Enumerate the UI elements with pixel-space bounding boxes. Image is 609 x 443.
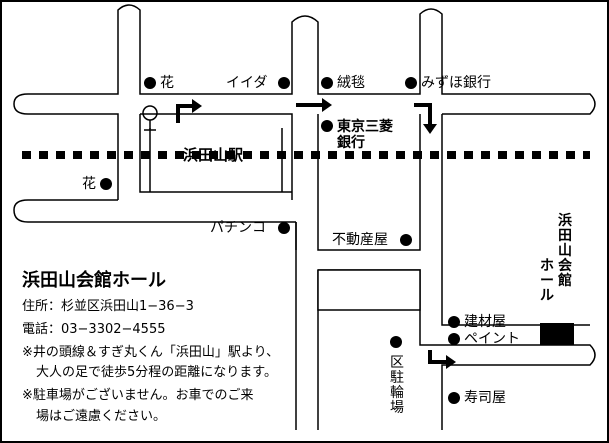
- road-west-end: [13, 93, 29, 115]
- label-paint: ペイント: [464, 331, 520, 347]
- info-note1-line1: ※井の頭線＆すぎ丸くん「浜田山」駅より、: [22, 345, 280, 360]
- road-center-block: [317, 114, 421, 251]
- road-top-edge: [28, 4, 596, 115]
- label-building-materials: 建材屋: [464, 314, 506, 330]
- road-station-block-top: [140, 113, 293, 200]
- landmark-dots: [100, 77, 460, 404]
- info-phone: 電話：03−3302−4555: [22, 322, 166, 337]
- info-note1-line2: 大人の足で徒歩5分程の距離になります。: [36, 365, 277, 380]
- label-hall-name-1: 浜田山会館: [558, 213, 572, 289]
- label-hamadayama-station: 浜田山駅: [183, 146, 244, 164]
- info-title: 浜田山会館ホール: [22, 270, 166, 291]
- police-box-icon: [142, 105, 158, 131]
- label-jutan: 絨毯: [337, 75, 365, 91]
- label-sushi: 寿司屋: [464, 390, 506, 406]
- label-iida: イイダ: [226, 75, 268, 91]
- building-block: [317, 269, 421, 311]
- label-bicycle-parking: 区駐輪場: [390, 355, 404, 416]
- label-hana-top: 花: [160, 75, 174, 91]
- arrow-1: [176, 104, 192, 123]
- label-hana-left: 花: [82, 176, 96, 192]
- info-note2-line2: 場はご遠慮ください。: [36, 409, 167, 424]
- label-real-estate: 不動産屋: [332, 232, 388, 248]
- road-southeast: [318, 269, 596, 430]
- hall-building: [540, 323, 574, 345]
- label-hall-name-2: ホール: [540, 258, 554, 304]
- arrow-heads: [192, 98, 456, 369]
- route-arrows: [176, 103, 446, 364]
- label-tokyo-mitsubishi: 東京三菱: [337, 119, 393, 135]
- station-plaza: [139, 114, 292, 193]
- arrow-3: [414, 103, 432, 124]
- roads: [13, 4, 596, 430]
- arrow-4: [428, 350, 446, 364]
- road-lower-left: [13, 199, 296, 223]
- road-left-block: [28, 113, 119, 200]
- info-address: 住所：杉並区浜田山1−36−3: [22, 299, 194, 314]
- info-note2-line1: ※駐車場がございません。お車でのご来: [22, 388, 254, 403]
- label-tokyo-mitsubishi-bank: 銀行: [337, 135, 365, 151]
- label-mizuho-bank: みずほ銀行: [421, 75, 491, 91]
- label-pachinko: パチンコ: [210, 220, 266, 236]
